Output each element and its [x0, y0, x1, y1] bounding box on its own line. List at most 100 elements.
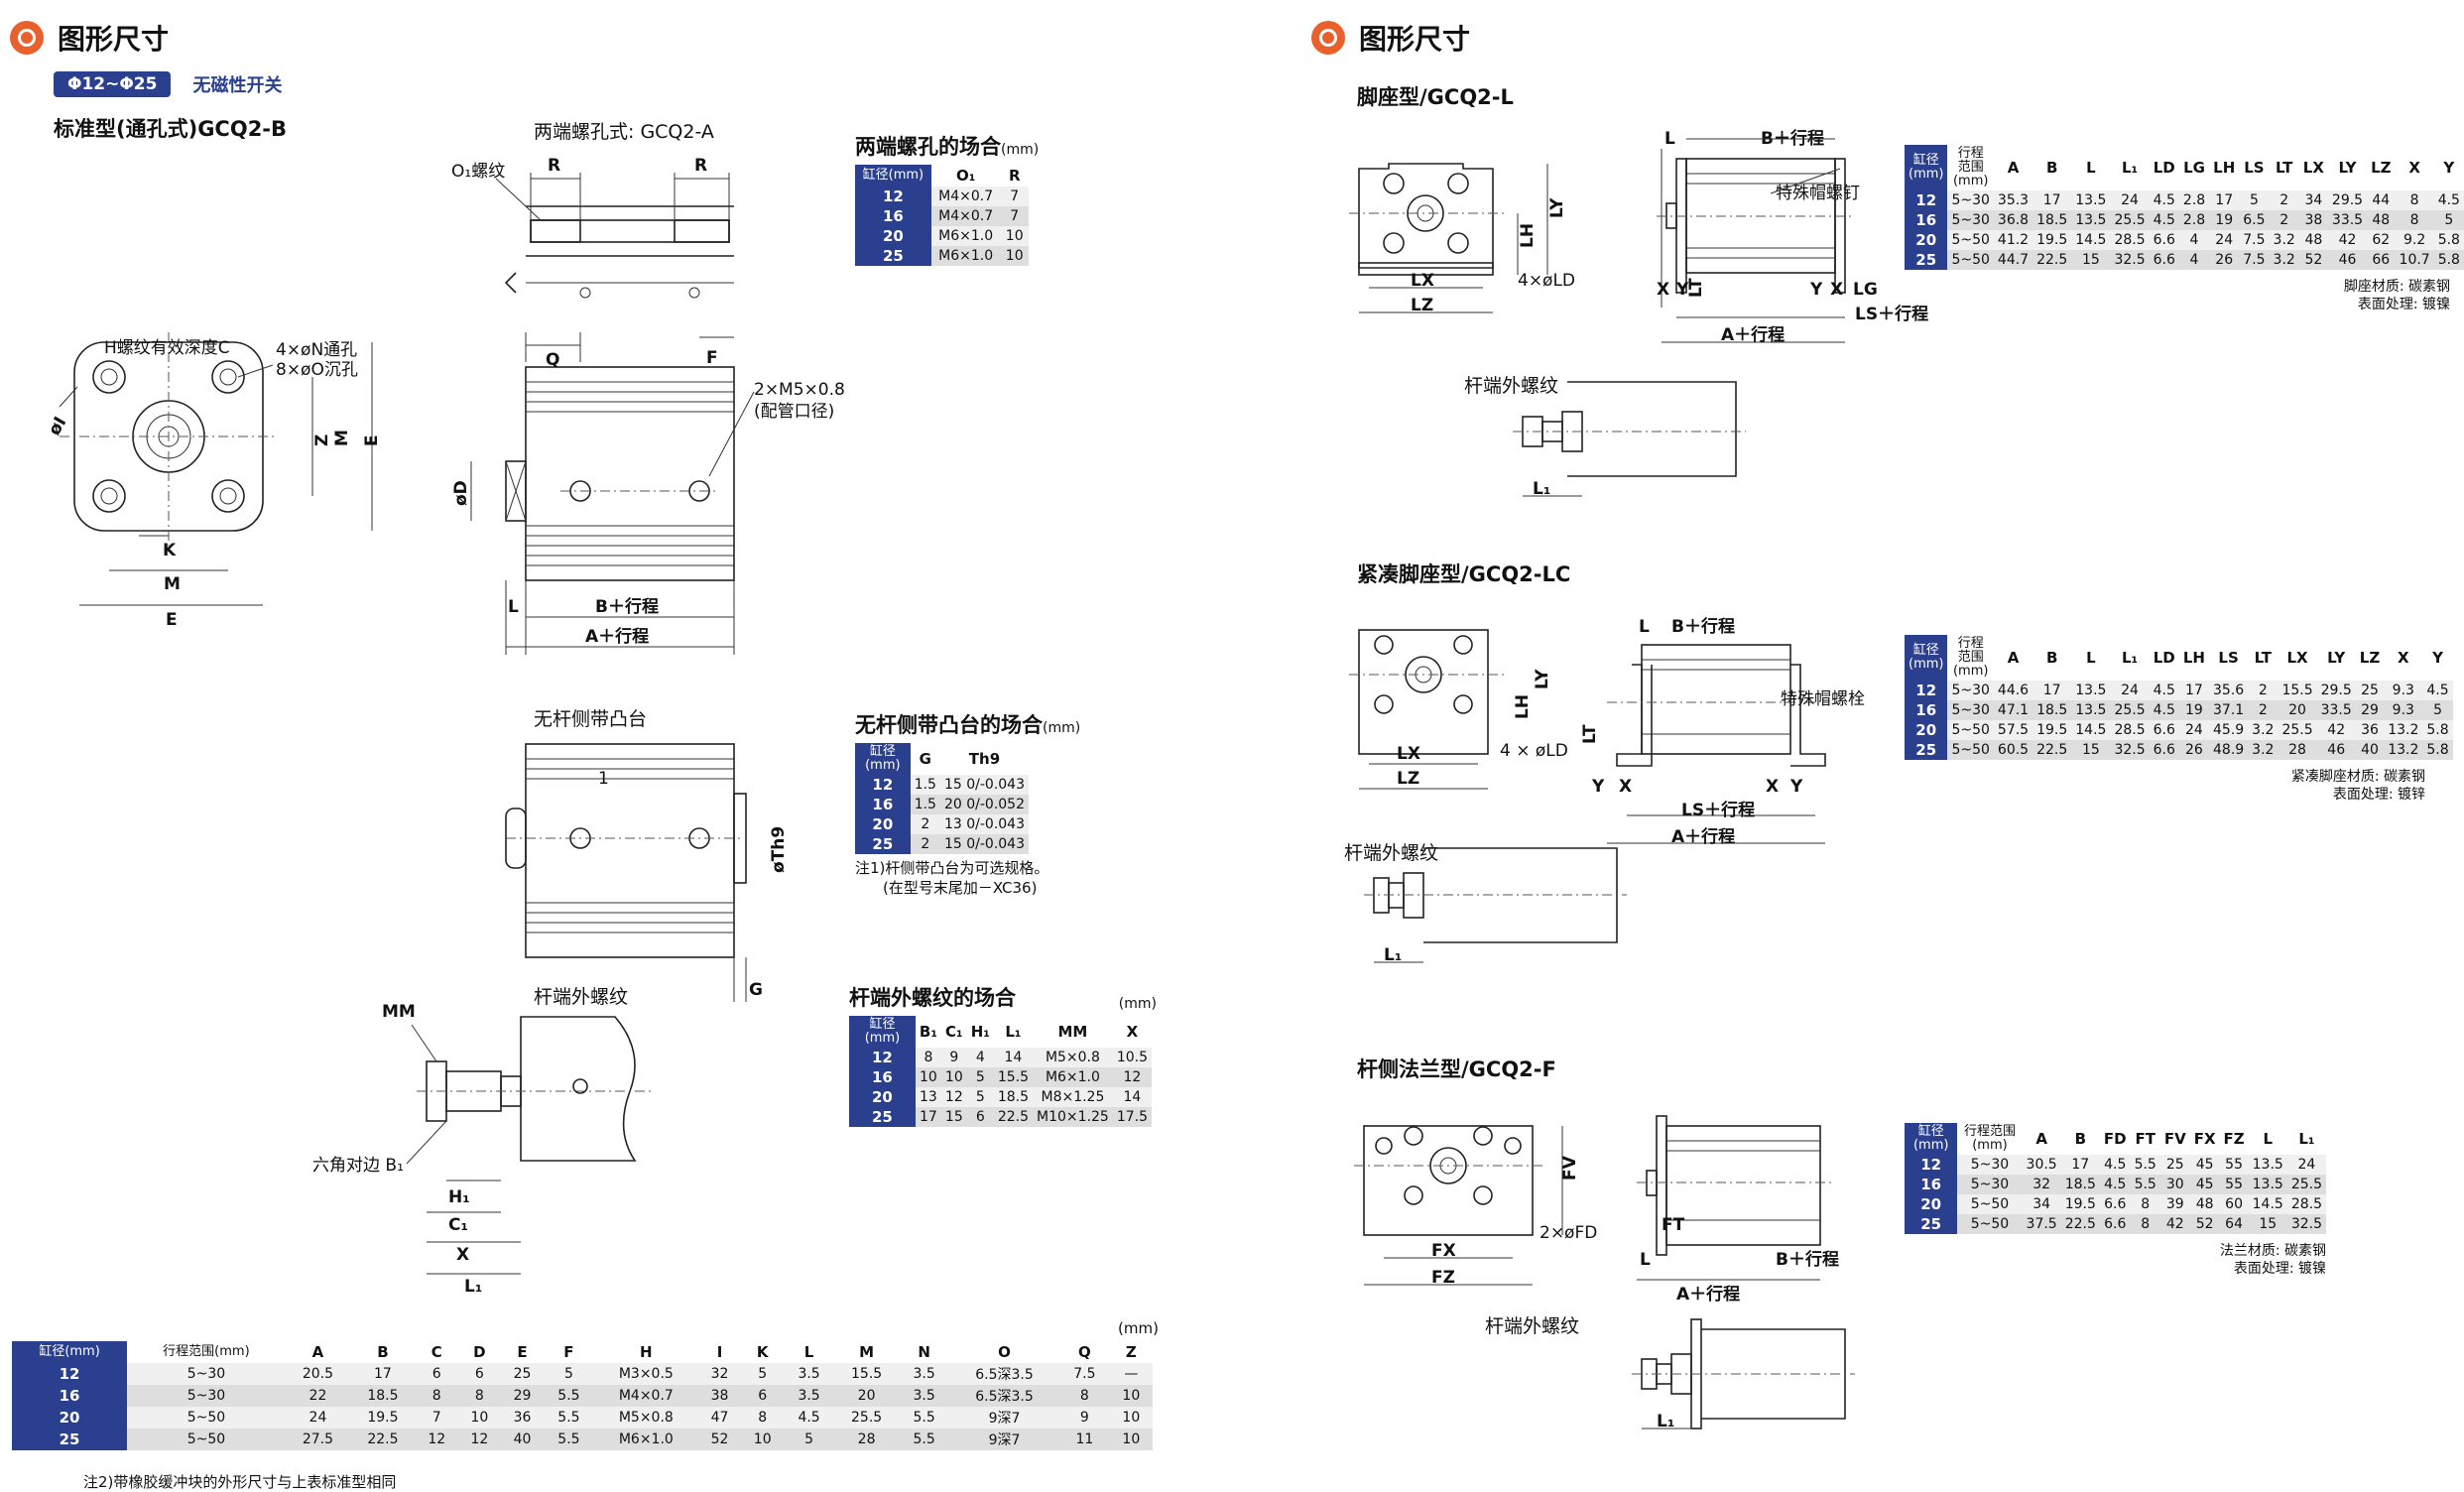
- svg-text:G: G: [749, 980, 763, 1000]
- table-cell: 64: [2219, 1214, 2249, 1234]
- table-cell: 10: [915, 1067, 941, 1087]
- left-drawings: O₁螺纹 R R Q F 2×M5×0.8 (配管口径) øD: [45, 156, 845, 1297]
- boss-drawing: 1 øTh9 G: [505, 743, 789, 1002]
- table-cell: 8: [2395, 190, 2434, 210]
- table-cell: 14: [993, 1048, 1034, 1067]
- table-header-cell: FD: [2099, 1123, 2131, 1155]
- table-cell: 10: [1109, 1407, 1153, 1429]
- table-cell: 36: [500, 1407, 545, 1429]
- table-cell: 5: [2239, 190, 2270, 210]
- table-cell: 25: [2159, 1155, 2190, 1175]
- table-cell: 9.2: [2395, 230, 2434, 250]
- table-cell: 24: [2286, 1155, 2326, 1175]
- table-cell: 36.8: [1993, 210, 2033, 230]
- table-cell: 17: [2033, 681, 2072, 700]
- table-cell: 28.5: [2286, 1194, 2326, 1214]
- svg-text:LY: LY: [1533, 669, 1552, 689]
- table-cell: 25: [1905, 740, 1948, 760]
- table-cell: 20: [1905, 1194, 1958, 1214]
- table-cell: 48: [2298, 230, 2328, 250]
- table-cell: 1.5: [910, 795, 940, 814]
- table-header-cell: A: [1993, 635, 2033, 681]
- table-cell: 25.5: [2110, 700, 2150, 720]
- table-cell: 12: [457, 1429, 501, 1450]
- table-cell: 37.5: [2022, 1214, 2061, 1234]
- svg-text:LX: LX: [1397, 744, 1420, 764]
- table-cell: 14.5: [2071, 230, 2111, 250]
- table-cell: 3.5: [784, 1363, 834, 1385]
- table-header-cell: LY: [2327, 145, 2368, 190]
- svg-text:FV: FV: [1560, 1155, 1580, 1181]
- table-header-cell: H₁: [966, 1016, 994, 1048]
- table-cell: 5: [2422, 700, 2453, 720]
- table-cell: 5~50: [127, 1407, 286, 1429]
- table-cell: 5~30: [1947, 190, 1994, 210]
- table-header-cell: B₁: [915, 1016, 941, 1048]
- table-header-cell: LD: [2149, 635, 2179, 681]
- table-header-cell: A: [285, 1341, 351, 1363]
- table-cell: 6.6: [2149, 250, 2179, 270]
- table-cell: 47: [697, 1407, 742, 1429]
- table-header-cell: Y: [2422, 635, 2453, 681]
- table-cell: 55: [2219, 1155, 2249, 1175]
- section-bullet-icon: [10, 21, 44, 55]
- table-header-cell: 行程范围(mm): [1947, 145, 1994, 190]
- table-cell: 9: [940, 1048, 967, 1067]
- table-cell: 45: [2189, 1175, 2220, 1194]
- table-cell: 11: [1059, 1429, 1110, 1450]
- table-cell: 15.5: [833, 1363, 900, 1385]
- svg-text:B＋行程: B＋行程: [1776, 1249, 1839, 1270]
- table-cell: 8: [2130, 1214, 2160, 1234]
- svg-text:R: R: [694, 156, 707, 176]
- table-cell: 2: [2248, 681, 2279, 700]
- table-cell: 42: [2327, 230, 2368, 250]
- flange-type-title: 杆侧法兰型/GCQ2-F: [1357, 1057, 1556, 1081]
- table-cell: 28.5: [2110, 230, 2150, 250]
- table-cell: 42: [2316, 720, 2356, 740]
- table-cell: 13.2: [2384, 720, 2423, 740]
- no-magnet-note: 无磁性开关: [192, 75, 283, 96]
- table-cell: 13.5: [2248, 1155, 2287, 1175]
- table-header-cell: B: [2033, 635, 2072, 681]
- table-header-cell: C₁: [940, 1016, 967, 1048]
- table-cell: 62: [2367, 230, 2396, 250]
- table-cell: 8: [1059, 1385, 1110, 1407]
- table-cell: 42: [2159, 1214, 2190, 1234]
- table-cell: 5~30: [1957, 1155, 2023, 1175]
- table-cell: 46: [2327, 250, 2368, 270]
- table-cell: 3.2: [2248, 740, 2279, 760]
- table-cell: 25: [849, 1107, 916, 1127]
- table-cell: 4: [966, 1048, 994, 1067]
- table-cell: 5.5: [2130, 1175, 2160, 1194]
- table-cell: M4×0.7: [930, 206, 1001, 226]
- table-cell: 5.5: [899, 1429, 949, 1450]
- table-cell: 45.9: [2209, 720, 2249, 740]
- table-header-cell: FT: [2130, 1123, 2160, 1155]
- table-cell: 2: [910, 834, 940, 854]
- table-cell: 22.5: [2033, 250, 2072, 270]
- table-header-cell: LX: [2278, 635, 2317, 681]
- table-cell: 46: [2316, 740, 2356, 760]
- table-cell: 5~50: [127, 1429, 286, 1450]
- svg-text:LT: LT: [1686, 278, 1706, 298]
- table-cell: 28: [833, 1429, 900, 1450]
- table-cell: 6: [741, 1385, 785, 1407]
- svg-text:E: E: [166, 610, 178, 630]
- table-cell: 12: [1905, 190, 1948, 210]
- table-header-cell: D: [457, 1341, 501, 1363]
- table-cell: 20: [849, 1087, 916, 1107]
- table-cell: 25: [855, 834, 911, 854]
- table-cell: 5~50: [1957, 1214, 2023, 1234]
- table-header-cell: LH: [2178, 635, 2209, 681]
- svg-text:L: L: [1639, 617, 1650, 637]
- svg-text:L: L: [1640, 1250, 1651, 1270]
